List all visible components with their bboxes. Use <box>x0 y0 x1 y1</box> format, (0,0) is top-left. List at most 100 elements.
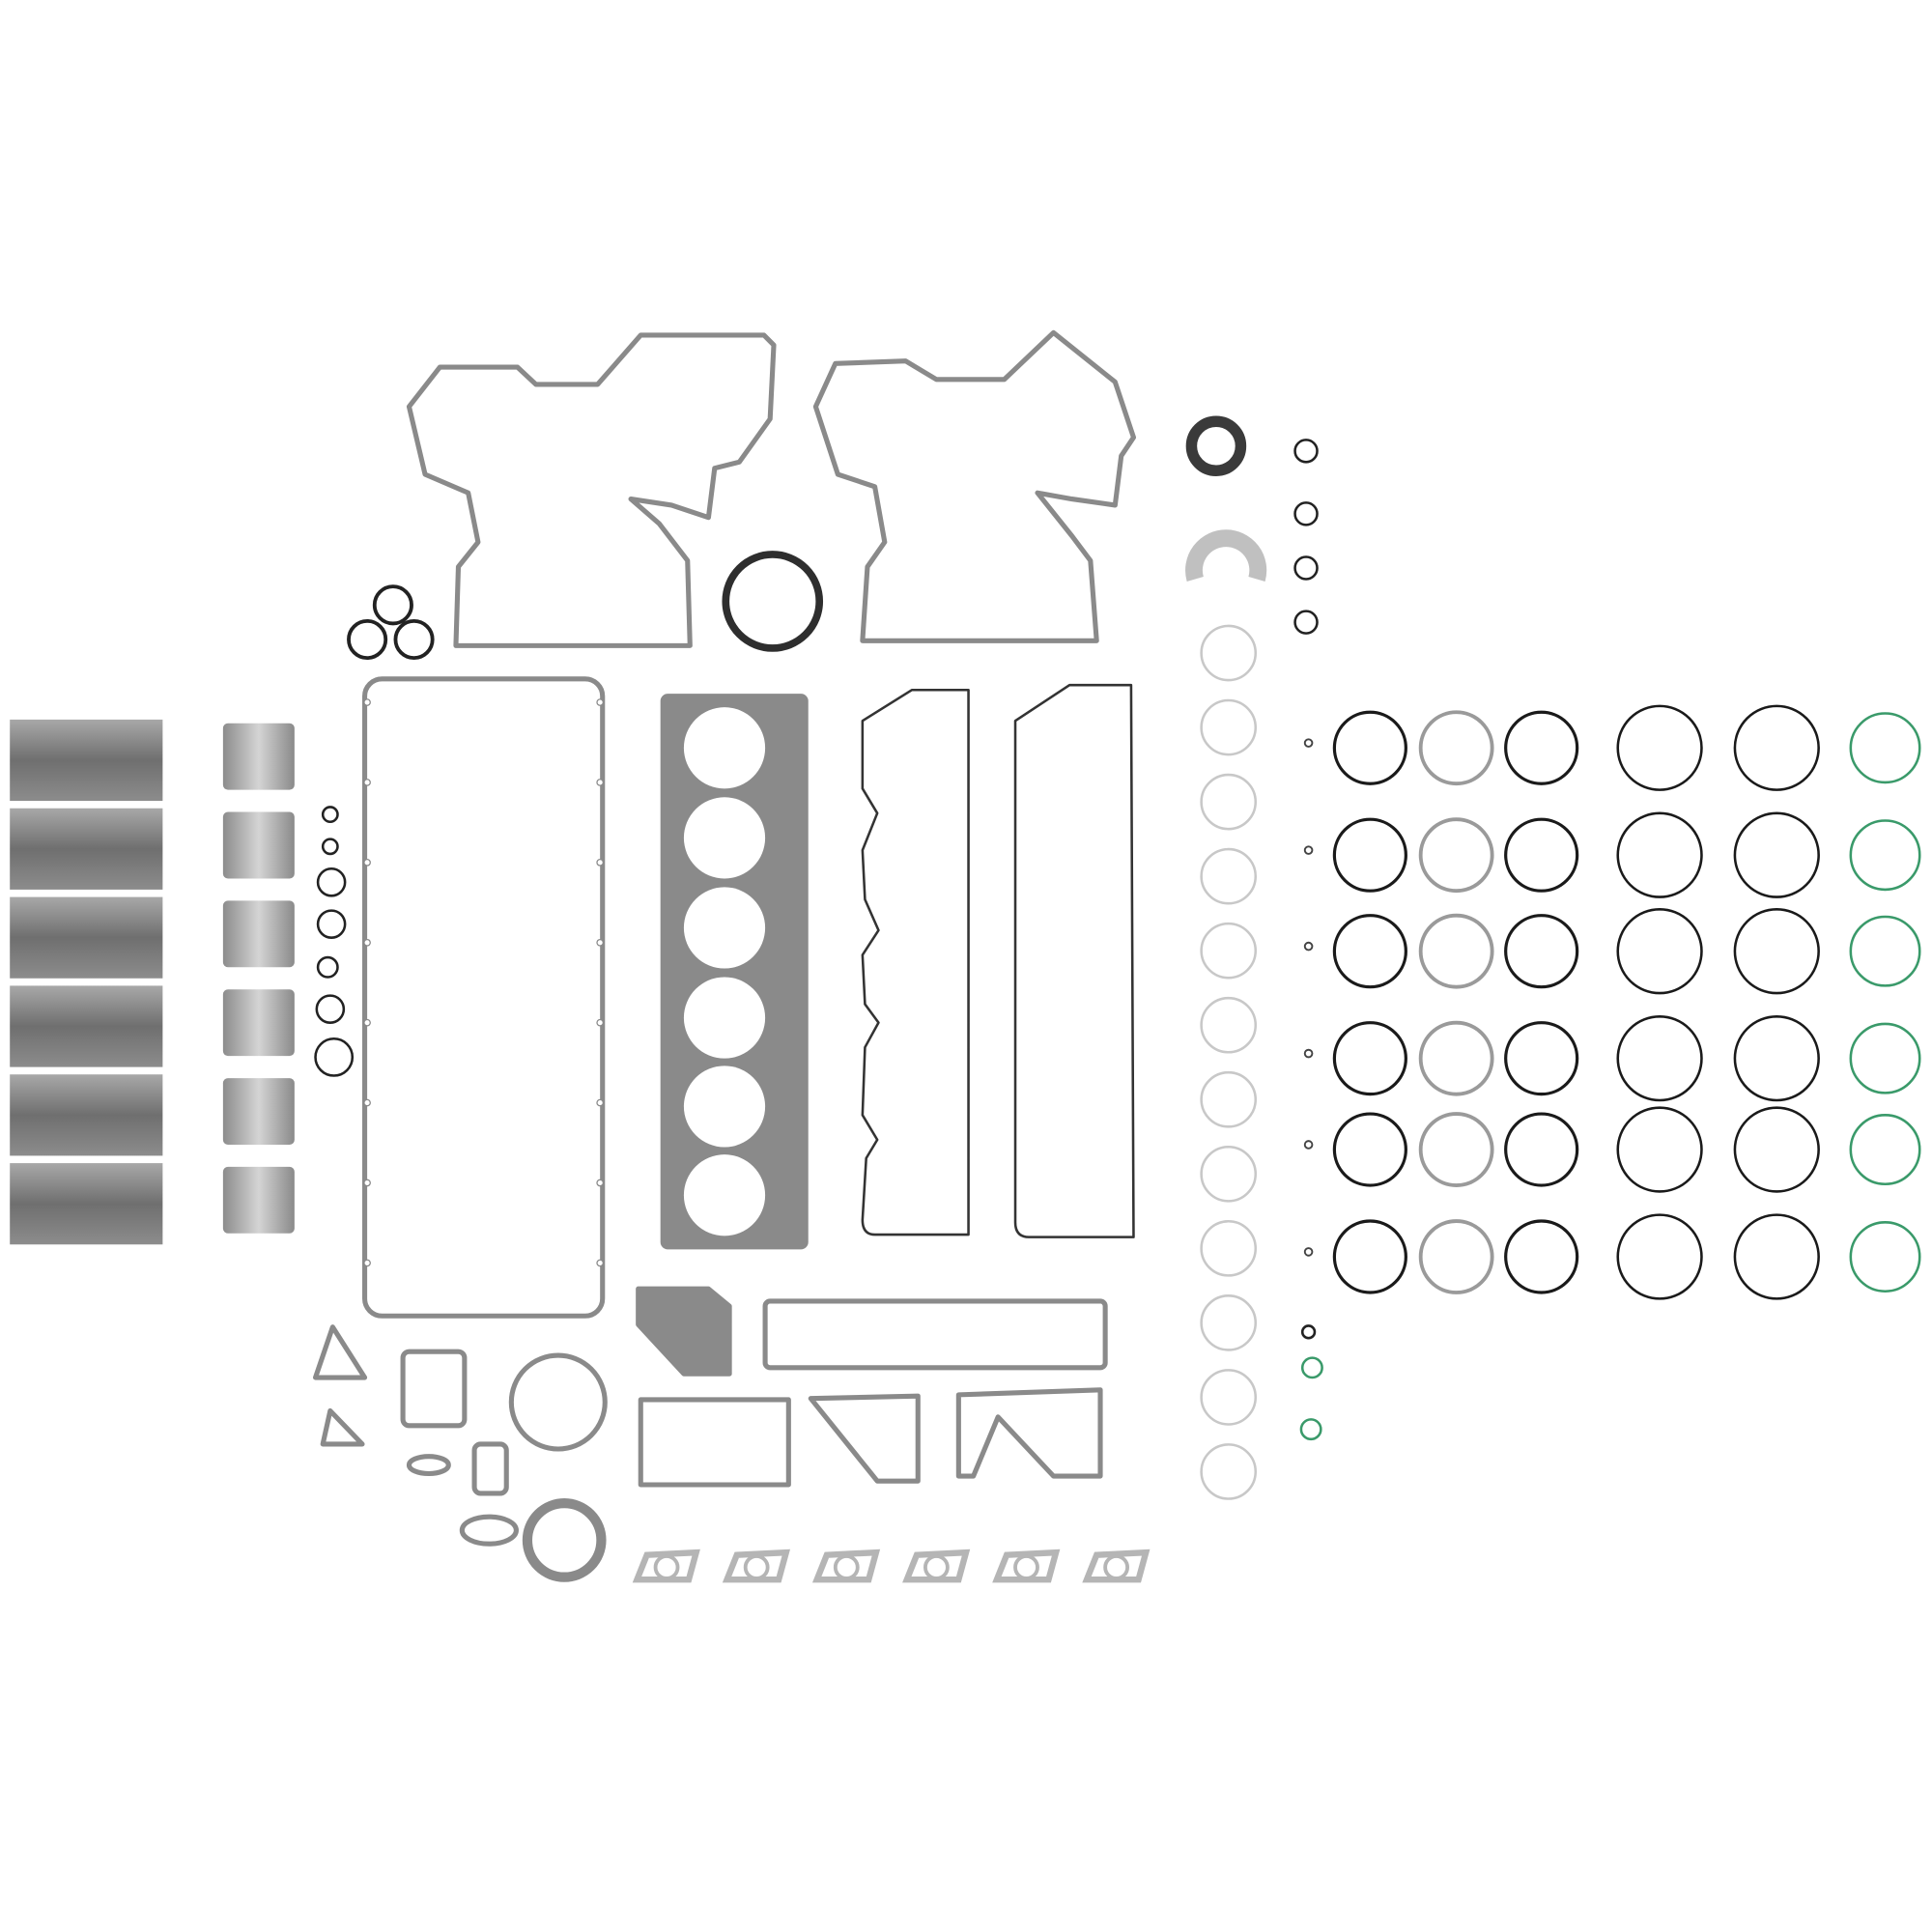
bolt-hole <box>363 1259 371 1267</box>
exhaust-port <box>1103 1554 1130 1580</box>
piston-ring <box>1733 1015 1820 1102</box>
bolt-hole <box>596 859 604 867</box>
oval-gasket-small <box>406 1454 451 1477</box>
piston-ring <box>1504 817 1579 893</box>
tiny-o-ring <box>1303 1048 1314 1059</box>
o-ring <box>315 994 346 1024</box>
o-ring <box>1300 1356 1323 1379</box>
thermostat-gasket <box>400 1349 468 1429</box>
thrust-washer <box>1185 529 1267 582</box>
bolt-hole <box>596 1098 604 1107</box>
o-ring <box>321 838 339 856</box>
cylinder-liner <box>10 808 163 890</box>
piston-ring <box>1332 1112 1407 1187</box>
seal-ring <box>1200 1443 1258 1500</box>
o-ring <box>1293 501 1319 526</box>
tiny-o-ring <box>1303 738 1314 748</box>
piston-ring <box>1849 915 1921 987</box>
piston-sleeve <box>222 723 295 790</box>
seal-ring <box>1200 1294 1258 1351</box>
bolt-hole <box>363 1098 371 1107</box>
seal-ring <box>1200 922 1258 980</box>
cylinder-bore <box>683 797 766 879</box>
seal-ring <box>1200 624 1258 682</box>
tiny-o-ring <box>1303 1247 1314 1257</box>
piston-sleeve <box>222 1078 295 1145</box>
piston-ring <box>1332 1219 1407 1294</box>
timing-cover-gasket-left <box>406 332 777 648</box>
bolt-hole <box>363 1018 371 1027</box>
piston-ring <box>1733 704 1820 791</box>
piston-ring <box>1504 1112 1579 1187</box>
piston-ring <box>1733 908 1820 995</box>
cylinder-bore <box>683 707 766 789</box>
seal-ring <box>1200 996 1258 1054</box>
seal-ring <box>1200 1220 1258 1277</box>
flange-gasket-small <box>320 1407 365 1447</box>
cylinder-liner <box>10 719 163 802</box>
bolt-hole <box>596 1259 604 1267</box>
piston-ring <box>1504 914 1579 989</box>
piston-ring <box>1616 811 1703 898</box>
exhaust-port <box>923 1554 950 1580</box>
exhaust-gasket <box>902 1548 971 1583</box>
valve-cover-gasket-right <box>1013 683 1135 1238</box>
piston-ring <box>1849 712 1921 784</box>
bolt-hole <box>596 1018 604 1027</box>
o-ring <box>1293 439 1319 464</box>
piston-ring <box>1616 908 1703 995</box>
oil-pan-gasket <box>361 676 606 1319</box>
bolt-hole <box>596 938 604 947</box>
piston-sleeve <box>222 1166 295 1234</box>
exhaust-port <box>743 1554 770 1580</box>
bolt-hole <box>596 779 604 786</box>
tiny-o-ring <box>1303 1140 1314 1150</box>
tiny-o-ring <box>1303 845 1314 855</box>
piston-ring <box>1418 817 1494 894</box>
o-ring <box>316 909 347 939</box>
cylinder-liner <box>10 985 163 1067</box>
bolt-hole <box>363 938 371 947</box>
exhaust-gasket <box>632 1548 700 1583</box>
o-ring <box>1300 1324 1317 1340</box>
o-ring <box>321 806 339 824</box>
bolt-hole <box>363 779 371 786</box>
cylinder-liner <box>10 1074 163 1156</box>
front-seal <box>1185 415 1247 476</box>
piston-ring <box>1849 1114 1921 1186</box>
intake-manifold-gasket <box>762 1298 1108 1371</box>
bolt-hole <box>596 698 604 706</box>
water-pump-gasket <box>508 1352 608 1452</box>
o-ring <box>316 867 347 897</box>
piston-ring <box>1616 1106 1703 1193</box>
o-ring <box>372 584 413 626</box>
cylinder-bore <box>683 977 766 1059</box>
timing-cover-gasket-right <box>812 329 1137 643</box>
seal-ring <box>1200 1145 1258 1203</box>
seal-ring <box>1200 847 1258 905</box>
piston-ring <box>1733 1106 1820 1193</box>
exhaust-port <box>1013 1554 1039 1580</box>
piston-ring <box>1332 710 1407 785</box>
rear-seal <box>722 551 824 652</box>
o-ring <box>1293 610 1319 635</box>
seal-ring <box>1200 1070 1258 1128</box>
piston-ring <box>1849 819 1921 892</box>
o-ring <box>347 618 388 661</box>
bolt-hole <box>596 1179 604 1187</box>
piston-ring <box>1418 1020 1494 1096</box>
piston-sleeve <box>222 811 295 879</box>
o-ring <box>393 618 435 661</box>
piston-ring <box>1616 1015 1703 1102</box>
exhaust-gasket <box>722 1548 791 1583</box>
seal-ring <box>1200 1369 1258 1426</box>
exhaust-gasket <box>992 1548 1061 1583</box>
exhaust-gasket <box>811 1548 881 1583</box>
cylinder-liner <box>10 1163 163 1245</box>
valve-cover-gasket-left <box>861 689 970 1236</box>
piston-ring <box>1616 704 1703 791</box>
small-gasket <box>471 1441 509 1496</box>
piston-ring <box>1733 1213 1820 1300</box>
piston-ring <box>1332 914 1407 989</box>
